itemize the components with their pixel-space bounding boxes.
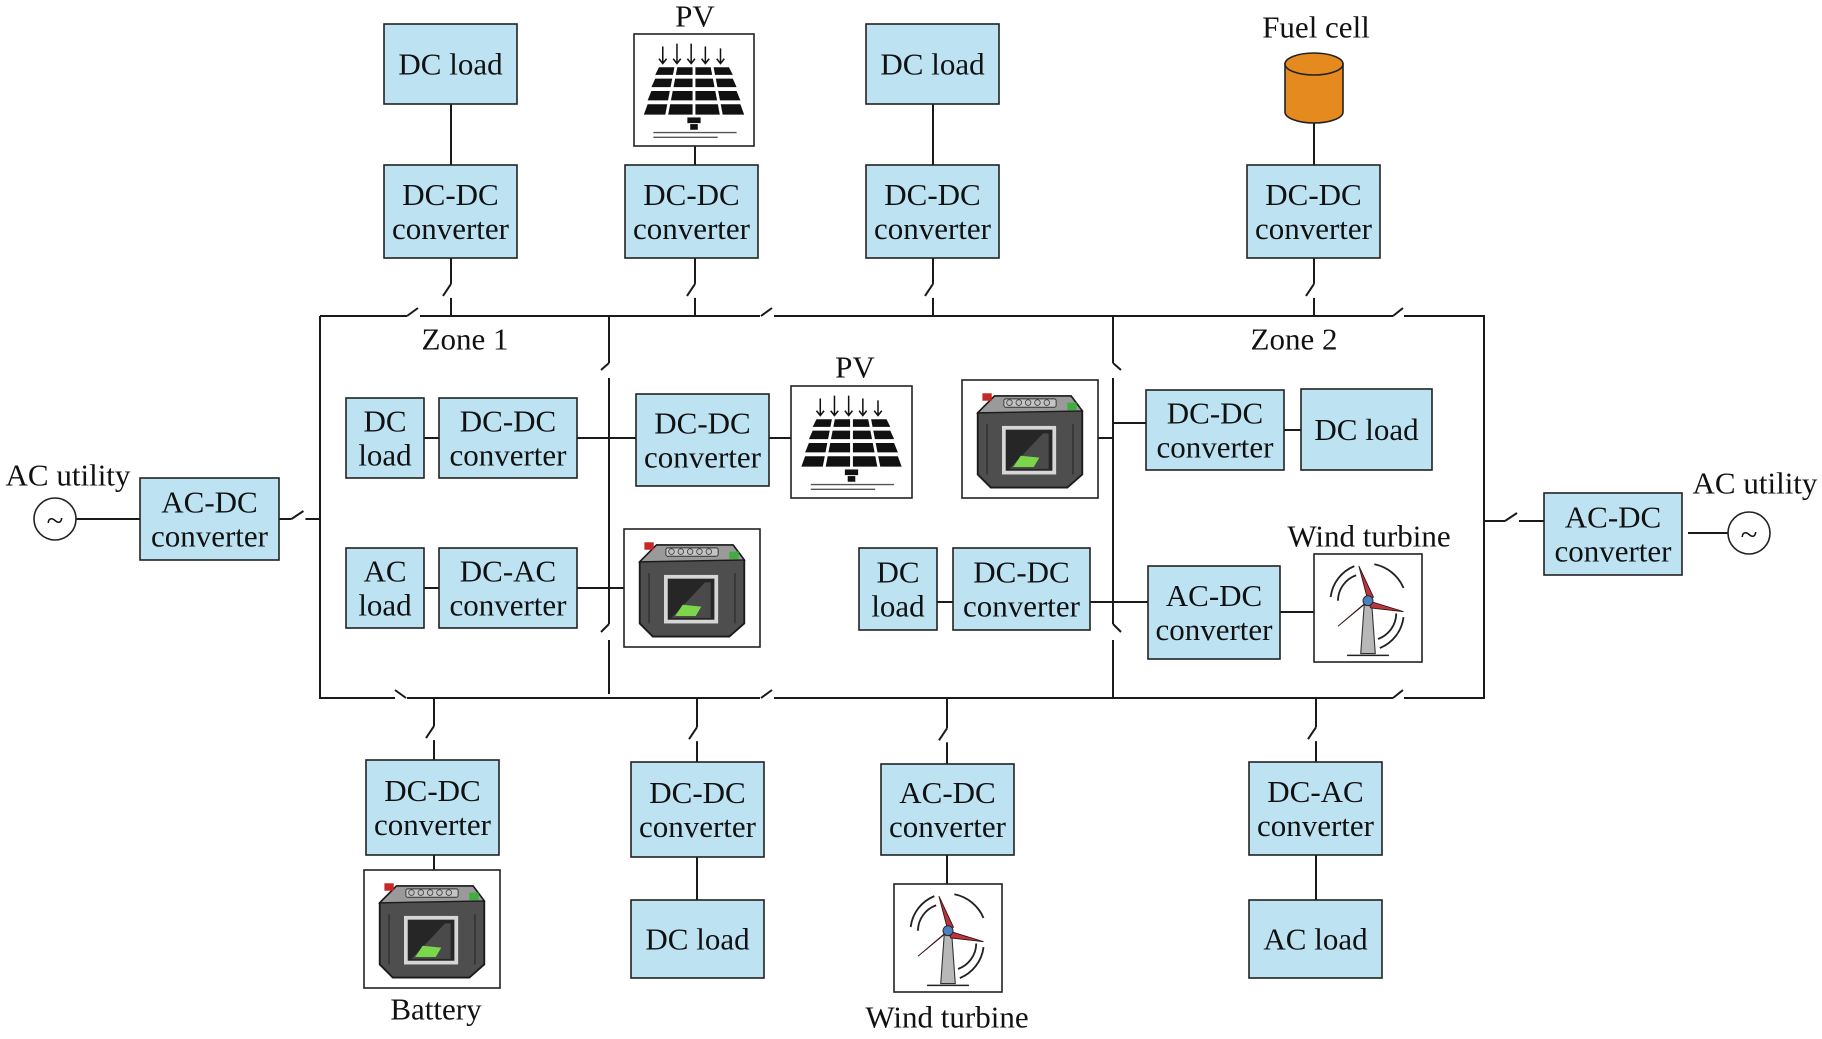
dc-dc-converter-top-1-label-line-2: converter	[392, 211, 510, 246]
dc-dc-converter-bottom-2-label-line-1: DC-DC	[649, 775, 745, 810]
dc-dc-converter-zone2-label-line-1: DC-DC	[1167, 396, 1263, 431]
fuel-cell-cylinder-icon	[1284, 52, 1344, 124]
connection-lines	[76, 104, 1728, 900]
pv-label-top: PV	[675, 0, 715, 34]
dc-load-zone2: DC load	[1300, 388, 1433, 471]
ac-dc-converter-bottom-label-line-1: AC-DC	[899, 775, 995, 810]
solar-panel-icon	[633, 33, 755, 147]
ac-dc-converter-zone2-label-line-2: converter	[1155, 612, 1273, 647]
dc-dc-converter-zone1-label-line-1: DC-DC	[460, 404, 556, 439]
wind-turbine-icon	[893, 883, 1003, 993]
dc-dc-converter-bottom-1-label-line-2: converter	[374, 807, 492, 842]
ac-load-bottom: AC load	[1248, 899, 1383, 979]
ac-dc-converter-right-label-line-2: converter	[1554, 534, 1672, 569]
dc-dc-converter-top-3-label-line-2: converter	[874, 211, 992, 246]
battery-icon	[363, 869, 501, 989]
dc-load-top-1: DC load	[383, 23, 518, 105]
wind-turbine-label-zone2: Wind turbine	[1287, 519, 1450, 554]
dc-dc-converter-top-2-label-line-2: converter	[633, 211, 751, 246]
dc-load-top-1-label: DC load	[398, 47, 503, 82]
dc-dc-converter-top-2-label-line-1: DC-DC	[643, 177, 739, 212]
battery-icon	[623, 528, 761, 648]
ac-load-zone1-label-line-2: load	[358, 588, 412, 623]
dc-dc-converter-center-label-line-2: converter	[644, 440, 762, 475]
ac-dc-converter-left-label-line-1: AC-DC	[161, 485, 257, 520]
breaker-switches	[279, 258, 1544, 764]
dc-load-zone1-label-line-2: load	[358, 438, 412, 473]
dc-dc-converter-top-3-label-line-1: DC-DC	[884, 177, 980, 212]
ac-load-bottom-label: AC load	[1263, 922, 1368, 957]
ac-source-icon-left-symbol: ~	[47, 503, 64, 538]
ac-utility-label-right: AC utility	[1693, 466, 1818, 501]
dc-dc-converter-center-label-line-1: DC-DC	[654, 406, 750, 441]
dc-load-bottom: DC load	[630, 899, 765, 979]
dc-dc-converter-bottom-1-label-line-1: DC-DC	[384, 773, 480, 808]
dc-load-zone1-label-line-1: DC	[363, 404, 406, 439]
dc-dc-converter-center-lower-label-line-1: DC-DC	[973, 555, 1069, 590]
ac-dc-converter-left-label-line-2: converter	[151, 519, 269, 554]
zone-bus-frame	[319, 307, 1485, 699]
dc-load-top-2: DC load	[865, 23, 1000, 105]
dc-ac-converter-zone1-label-line-2: converter	[449, 588, 567, 623]
dc-dc-converter-zone1-label-line-2: converter	[449, 438, 567, 473]
dc-dc-converter-zone2-label-line-2: converter	[1156, 430, 1274, 465]
solar-panel-icon	[790, 385, 913, 499]
dc-ac-converter-zone1-label-line-1: DC-AC	[460, 554, 556, 589]
dc-ac-converter-bottom-label-line-1: DC-AC	[1267, 774, 1363, 809]
dc-load-center-label-line-1: DC	[876, 555, 919, 590]
pv-label-center: PV	[835, 350, 875, 385]
dc-dc-converter-bottom-2-label-line-2: converter	[639, 809, 757, 844]
zone-2-label: Zone 2	[1251, 322, 1338, 357]
ac-dc-converter-bottom-label-line-2: converter	[889, 809, 1007, 844]
ac-dc-converter-right-label-line-1: AC-DC	[1565, 500, 1661, 535]
dc-load-bottom-label: DC load	[645, 922, 750, 957]
ac-utility-label-left: AC utility	[6, 458, 131, 493]
dc-dc-converter-top-4-label-line-2: converter	[1255, 211, 1373, 246]
wind-turbine-label-bottom: Wind turbine	[865, 1000, 1028, 1035]
ac-dc-converter-zone2-label-line-1: AC-DC	[1166, 578, 1262, 613]
fuel-cell-label: Fuel cell	[1262, 10, 1370, 45]
battery-icon	[961, 379, 1099, 499]
dc-load-center-label-line-2: load	[871, 589, 925, 624]
dc-load-top-2-label: DC load	[880, 47, 985, 82]
ac-source-icon-right-symbol: ~	[1741, 517, 1758, 552]
ac-load-zone1-label-line-1: AC	[363, 554, 406, 589]
dc-dc-converter-top-4-label-line-1: DC-DC	[1265, 177, 1361, 212]
battery-label: Battery	[390, 992, 482, 1027]
dc-load-zone2-label: DC load	[1314, 412, 1419, 447]
ac-source-icon-right: ~	[1727, 511, 1771, 555]
zone-1-label: Zone 1	[422, 322, 509, 357]
wind-turbine-icon	[1313, 553, 1423, 663]
dc-dc-converter-center-lower-label-line-2: converter	[963, 589, 1081, 624]
dc-ac-converter-bottom-label-line-2: converter	[1257, 808, 1375, 843]
dc-dc-converter-top-1-label-line-1: DC-DC	[402, 177, 498, 212]
ac-source-icon-left: ~	[33, 497, 77, 541]
